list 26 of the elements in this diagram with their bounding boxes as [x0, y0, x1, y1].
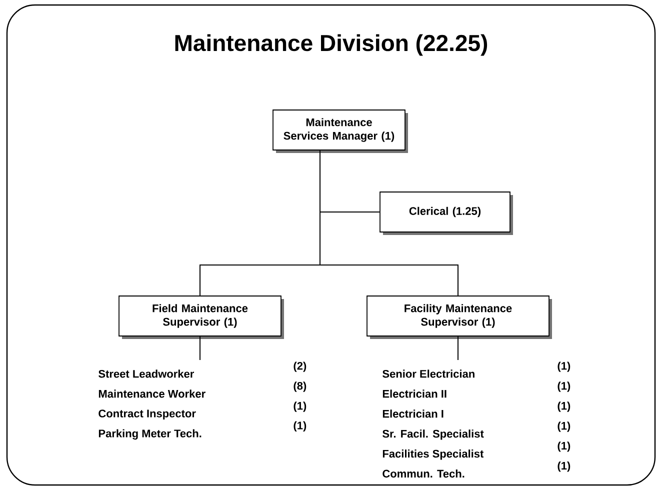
position-box: Field Maintenance Supervisor (1) [118, 296, 284, 339]
position-count: (1) [558, 382, 570, 392]
connector-line [320, 150, 458, 296]
position-name: Facilities Specialist [382, 450, 484, 460]
position-count: (1) [558, 442, 570, 452]
position-count: (1) [294, 421, 306, 432]
position-box: Maintenance Services Manager (1) [272, 110, 408, 153]
position-box: Clerical (1.25) [380, 192, 513, 235]
title: Maintenance Division (22.25) [175, 34, 488, 56]
position-count: (2) [294, 362, 306, 372]
position-name: Sr. Facil. Specialist [382, 430, 484, 440]
position-count: (1) [294, 402, 306, 412]
position-name: Parking Meter Tech. [98, 429, 202, 440]
position-name: Contract Inspector [98, 410, 196, 420]
position-name: Commun. Tech. [382, 470, 464, 478]
position-name: Electrician II [382, 390, 446, 398]
position-name: Electrician I [382, 410, 444, 418]
position-name: Maintenance Worker [98, 390, 206, 398]
position-name: Senior Electrician [382, 370, 474, 378]
position-count: (1) [558, 402, 570, 412]
position-box: Facility Maintenance Supervisor (1) [366, 296, 552, 339]
position-count: (1) [558, 462, 570, 472]
position-count: (1) [558, 422, 570, 432]
position-count: (8) [294, 382, 306, 392]
position-count: (1) [558, 362, 570, 372]
position-name: Street Leadworker [98, 370, 194, 378]
